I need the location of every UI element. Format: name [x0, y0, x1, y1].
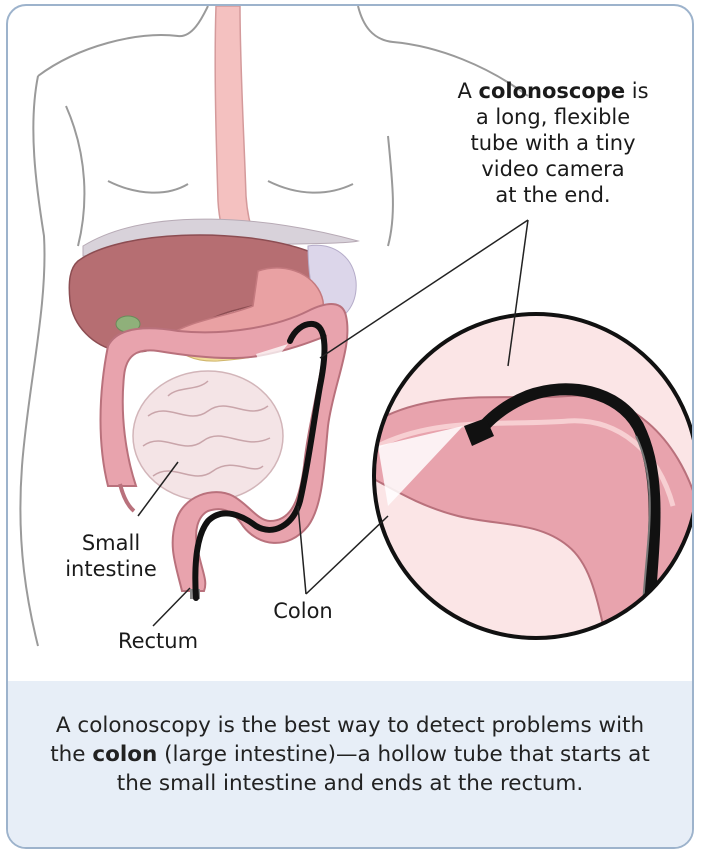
colonoscope-callout: A colonoscope is a long, flexible tube w…	[428, 78, 678, 208]
small-intestine	[133, 371, 283, 501]
illustration-card: A colonoscope is a long, flexible tube w…	[6, 4, 694, 849]
magnified-view	[368, 314, 694, 646]
small-intestine-label: Small intestine	[56, 530, 166, 582]
colon-label: Colon	[258, 598, 348, 624]
colonoscope-term: colonoscope	[479, 79, 626, 103]
caption-panel: A colonoscopy is the best way to detect …	[8, 681, 692, 847]
caption-text: A colonoscopy is the best way to detect …	[38, 711, 662, 798]
rectum-label: Rectum	[98, 628, 218, 654]
colon-term: colon	[92, 742, 157, 767]
appendix	[120, 484, 134, 511]
